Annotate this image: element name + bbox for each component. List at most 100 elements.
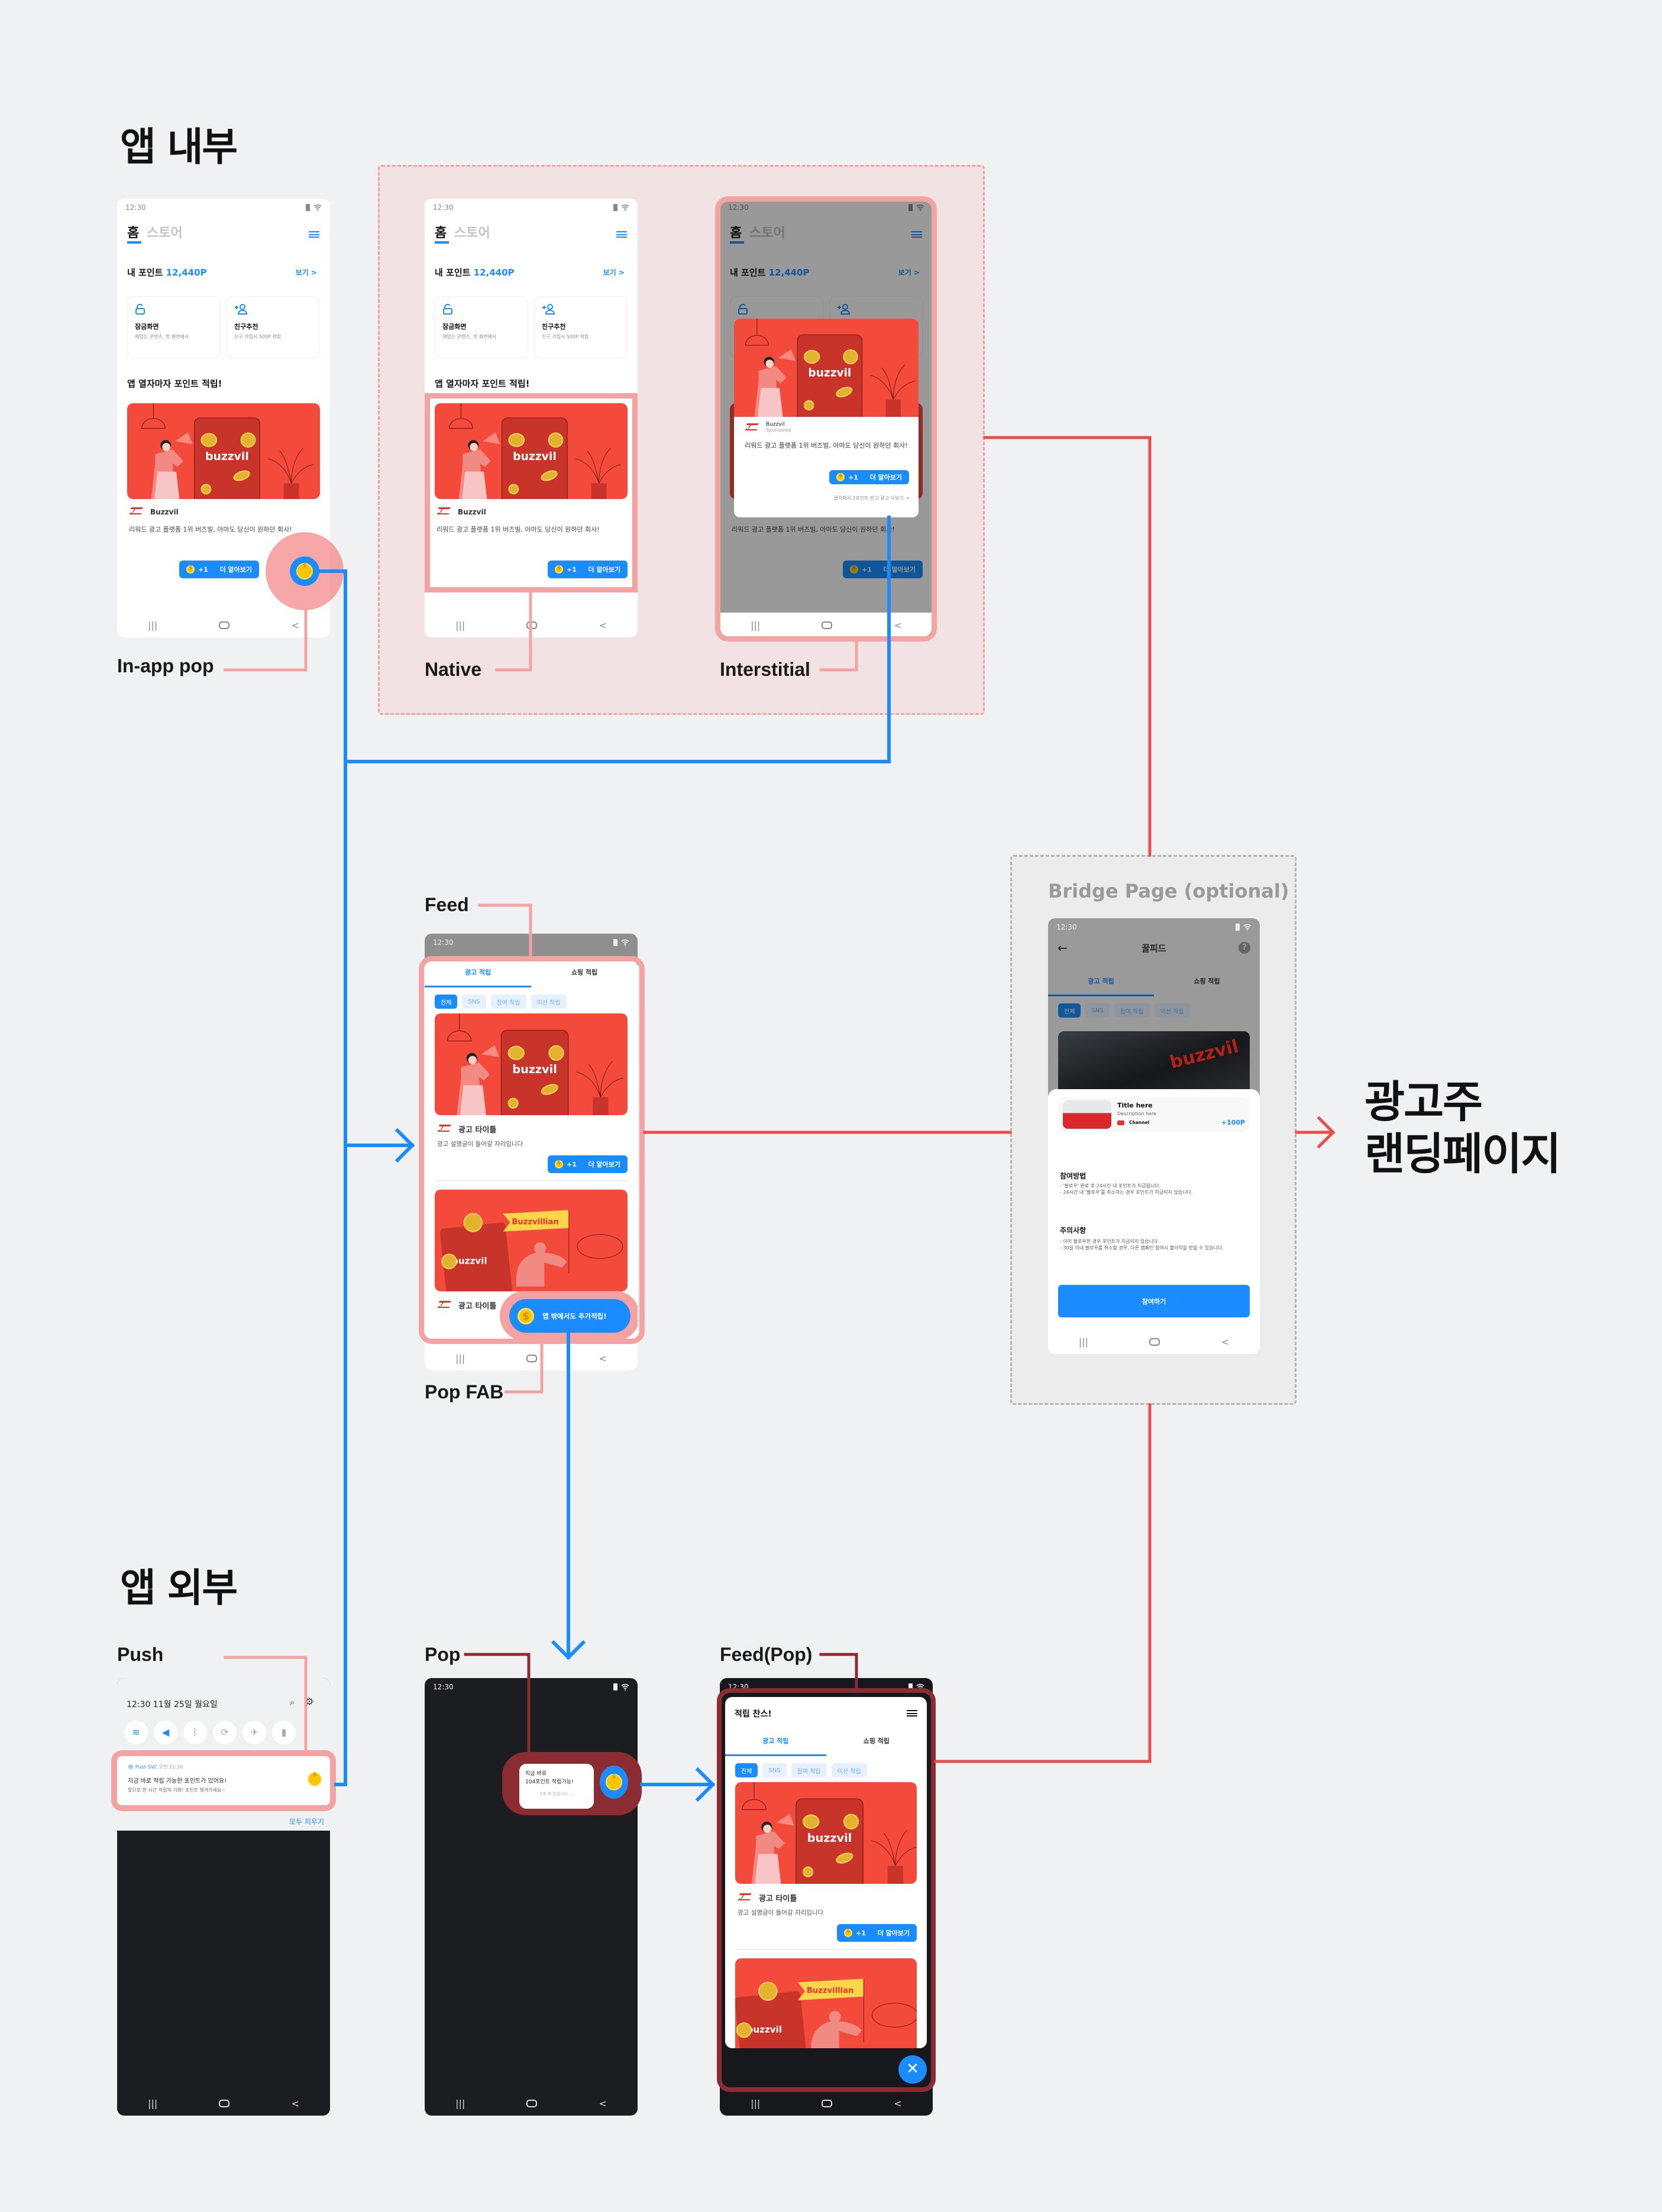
learn-more-button[interactable]: +1 더 알아보기 [837, 1924, 917, 1942]
tab-store[interactable]: 스토어 [147, 226, 183, 241]
recent-apps-button[interactable]: ||| [455, 1352, 465, 1364]
recent-apps-button[interactable]: ||| [1078, 1336, 1088, 1348]
menu-icon[interactable] [616, 231, 627, 238]
back-button[interactable]: < [599, 1352, 607, 1364]
tab-ad-rewards[interactable]: 광고 적립 [425, 959, 531, 987]
referral-card[interactable]: 친구추천 친구 가입시 500P 적립 [534, 296, 628, 358]
learn-more-button[interactable]: +1 더 알아보기 [829, 470, 909, 484]
lockscreen-card[interactable]: 잠금화면 재밌는 콘텐츠, 첫 화면에서 [435, 296, 528, 358]
back-button[interactable]: < [291, 619, 299, 631]
menu-icon[interactable] [911, 231, 922, 238]
help-icon[interactable]: ? [1239, 942, 1250, 954]
learn-more-button[interactable]: +1 더 알아보기 [179, 561, 259, 578]
tab-home[interactable]: 홈 [127, 226, 140, 241]
back-button[interactable]: < [599, 2097, 607, 2109]
tab-home[interactable]: 홈 [730, 226, 742, 241]
home-button[interactable] [526, 621, 538, 629]
ad-image[interactable]: buzzvil [435, 403, 628, 499]
home-button[interactable] [822, 2099, 833, 2107]
rotation-toggle[interactable]: ⟳ [213, 1721, 237, 1744]
home-button[interactable] [822, 621, 833, 629]
art-logo-text: buzzvil [747, 2024, 783, 2035]
close-icon[interactable]: ✕ [898, 2055, 927, 2084]
ad-image[interactable]: buzzvil Buzzvillian [435, 1190, 628, 1291]
chip-participation[interactable]: 참여 적립 [490, 995, 526, 1009]
tab-shopping-rewards[interactable]: 쇼핑 적립 [863, 1737, 890, 1745]
feed-ad-card[interactable]: buzzvil Buzzvillian 광고 타이틀 [425, 1190, 638, 1311]
pop-bubble[interactable]: 지금 바로 104포인트 적립가능! 5초 후 닫힙니다 ... [519, 1764, 594, 1809]
lockscreen-card[interactable]: 잠금화면 재밌는 콘텐츠, 첫 화면에서 [127, 296, 221, 358]
back-button[interactable]: < [1221, 1336, 1230, 1348]
tab-store[interactable]: 스토어 [454, 226, 490, 241]
home-button[interactable] [526, 1354, 538, 1362]
wifi-toggle[interactable]: ≋ [124, 1721, 148, 1744]
recent-apps-button[interactable]: ||| [751, 619, 761, 631]
bluetooth-toggle[interactable]: ᛒ [183, 1721, 207, 1744]
sound-toggle[interactable]: ◀ [154, 1721, 177, 1744]
ad-illustration: buzzvil [435, 1013, 628, 1115]
pop-fab-button[interactable]: 앱 밖에서도 추가적립! [509, 1299, 630, 1333]
chip-sns[interactable]: SNS [762, 1763, 787, 1777]
coin-icon [518, 1307, 534, 1324]
tab-ad-rewards[interactable]: 광고 적립 [1048, 968, 1154, 996]
chip-mission[interactable]: 미션 적립 [1154, 1003, 1190, 1018]
search-icon[interactable]: ⌕ [290, 1697, 295, 1708]
learn-more-button[interactable]: +1 더 알아보기 [548, 1155, 628, 1173]
ad-image[interactable]: buzzvil [735, 1782, 917, 1884]
clear-all-button[interactable]: 모두 지우기 [289, 1818, 324, 1826]
participate-button[interactable]: 참여하기 [1058, 1285, 1250, 1317]
feed-ad-card[interactable]: buzzvil 광고 타이틀 광고 설명글이 들어갈 자리입니다 +1 더 알아… [725, 1782, 927, 1950]
chip-all[interactable]: 전체 [435, 995, 458, 1009]
home-button[interactable] [219, 621, 230, 629]
airplane-toggle[interactable]: ✈ [242, 1721, 266, 1744]
chip-all[interactable]: 전체 [735, 1763, 758, 1777]
recent-apps-button[interactable]: ||| [455, 2097, 465, 2109]
home-button[interactable] [1149, 1337, 1160, 1346]
points-value: 12,440P [473, 267, 515, 278]
feed-ad-card[interactable]: buzzvil Buzzvillian 광고 타이틀 [725, 1958, 927, 2048]
tab-shopping-rewards[interactable]: 쇼핑 적립 [1194, 977, 1220, 985]
home-button[interactable] [526, 2099, 538, 2107]
chip-mission[interactable]: 미션 적립 [831, 1763, 867, 1777]
chip-sns[interactable]: SNS [462, 995, 486, 1009]
back-button[interactable]: < [894, 2097, 902, 2109]
back-button[interactable]: < [894, 619, 902, 631]
flashlight-toggle[interactable]: ▮ [272, 1721, 296, 1744]
ad-image[interactable]: buzzvil [435, 1013, 628, 1115]
recent-apps-button[interactable]: ||| [148, 2097, 158, 2109]
referral-card[interactable]: 친구추천 친구 가입시 500P 적립 [227, 296, 320, 358]
tab-ad-rewards[interactable]: 광고 적립 [725, 1728, 826, 1756]
back-button[interactable]: < [291, 2097, 299, 2109]
chip-all[interactable]: 전체 [1058, 1003, 1081, 1018]
tab-home[interactable]: 홈 [435, 226, 447, 241]
recent-apps-button[interactable]: ||| [148, 619, 158, 631]
learn-more-button[interactable]: +1 더 알아보기 [843, 561, 923, 578]
ad-image[interactable]: buzzvil Buzzvillian [735, 1958, 917, 2048]
chip-sns[interactable]: SNS [1085, 1003, 1110, 1018]
pop-coin-button[interactable] [600, 1766, 628, 1799]
menu-icon[interactable] [309, 231, 319, 238]
learn-more-button[interactable]: +1 더 알아보기 [548, 561, 628, 578]
menu-icon[interactable] [907, 1710, 917, 1717]
back-button[interactable]: < [599, 619, 607, 631]
settings-gear-icon[interactable]: ⚙ [305, 1696, 314, 1707]
view-points-link[interactable]: 보기 > [603, 268, 625, 277]
tab-store[interactable]: 스토어 [749, 226, 785, 241]
recent-apps-button[interactable]: ||| [751, 2097, 761, 2109]
tab-shopping-rewards[interactable]: 쇼핑 적립 [571, 969, 598, 976]
push-notification[interactable]: 🎁︎ Push SVC 오전 11:30 지금 바로 적립 가능한 포인트가 있… [117, 1756, 330, 1805]
view-points-link[interactable]: 보기 > [295, 268, 317, 277]
back-arrow-icon[interactable]: ← [1058, 941, 1068, 955]
view-points-link[interactable]: 보기 > [898, 268, 920, 277]
chip-mission[interactable]: 미션 적립 [531, 995, 567, 1009]
recent-apps-button[interactable]: ||| [455, 619, 465, 631]
ad-image[interactable]: buzzvil [127, 403, 320, 499]
feed-ad-card[interactable]: buzzvil 광고 타이틀 광고 설명글이 들어갈 자리입니다 +1 더 알아… [425, 1013, 638, 1181]
more-ads-link[interactable]: 클릭해서 2포인트 받고 광고 더보기 → [833, 495, 909, 501]
chip-participation[interactable]: 참여 적립 [1114, 1003, 1150, 1018]
home-button[interactable] [219, 2099, 230, 2107]
in-app-pop-coin-button[interactable] [290, 556, 319, 586]
chip-participation[interactable]: 참여 적립 [791, 1763, 827, 1777]
campaign-card[interactable]: Title here Description here Channel +100… [1058, 1097, 1250, 1132]
